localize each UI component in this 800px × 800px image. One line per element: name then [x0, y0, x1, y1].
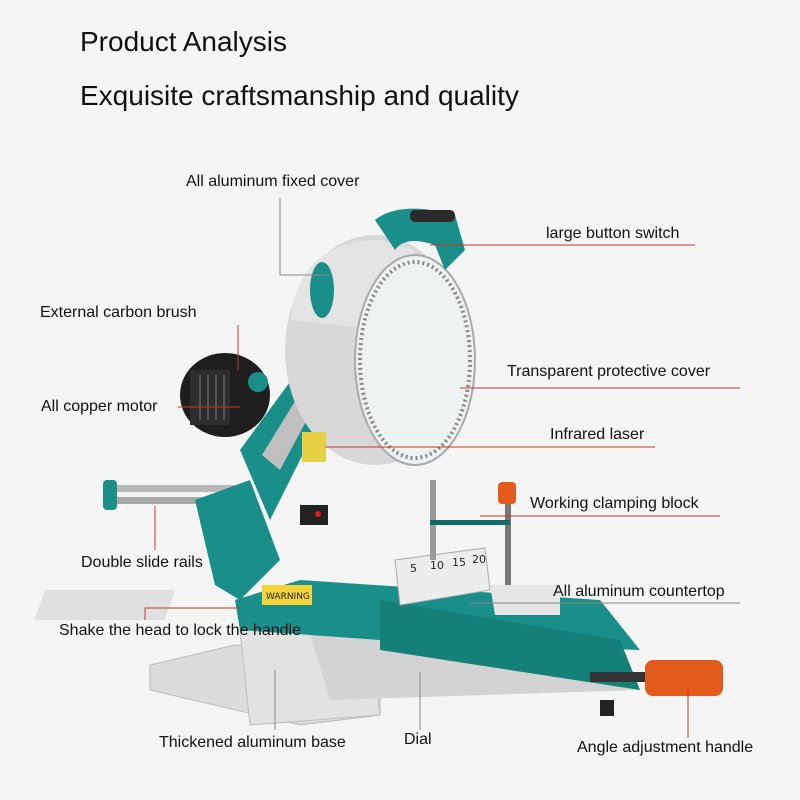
fence-scale: 5 10 15 20	[394, 547, 491, 606]
callout-copper-motor: All copper motor	[41, 398, 158, 415]
callout-button-switch: large button switch	[546, 225, 680, 242]
page-title: Product Analysis	[80, 26, 287, 57]
saw-handle[interactable]	[375, 208, 465, 270]
slide-rails	[103, 480, 280, 600]
laser-sticker	[302, 432, 326, 462]
laser-module	[300, 505, 328, 525]
callout-angle-handle: Angle adjustment handle	[577, 739, 754, 756]
angle-handle[interactable]	[590, 660, 723, 716]
callout-countertop: All aluminum countertop	[553, 583, 725, 600]
page-subtitle: Exquisite craftsmanship and quality	[80, 80, 519, 111]
leader-lines	[144, 198, 740, 738]
transparent-cover	[354, 254, 476, 466]
scale-number: 5	[410, 562, 417, 575]
countertop-block	[490, 585, 560, 615]
scale-number: 20	[472, 553, 486, 566]
callout-infrared-laser: Infrared laser	[550, 426, 645, 443]
callout-fixed-cover: All aluminum fixed cover	[186, 173, 360, 190]
warning-text: WARNING	[266, 592, 310, 602]
scale-number: 10	[430, 559, 444, 572]
callout-dial: Dial	[404, 731, 432, 748]
callout-transparent-cover: Transparent protective cover	[507, 363, 711, 380]
warning-sticker: WARNING	[262, 585, 312, 605]
callout-base: Thickened aluminum base	[159, 734, 346, 751]
turntable	[34, 580, 640, 690]
motor	[180, 353, 270, 437]
clamping-block[interactable]	[430, 480, 516, 585]
scale-number: 15	[452, 556, 466, 569]
callout-slide-rails: Double slide rails	[81, 554, 203, 571]
callout-clamping-block: Working clamping block	[530, 495, 699, 512]
callout-carbon-brush: External carbon brush	[40, 304, 197, 321]
callout-lock-handle: Shake the head to lock the handle	[59, 622, 301, 639]
